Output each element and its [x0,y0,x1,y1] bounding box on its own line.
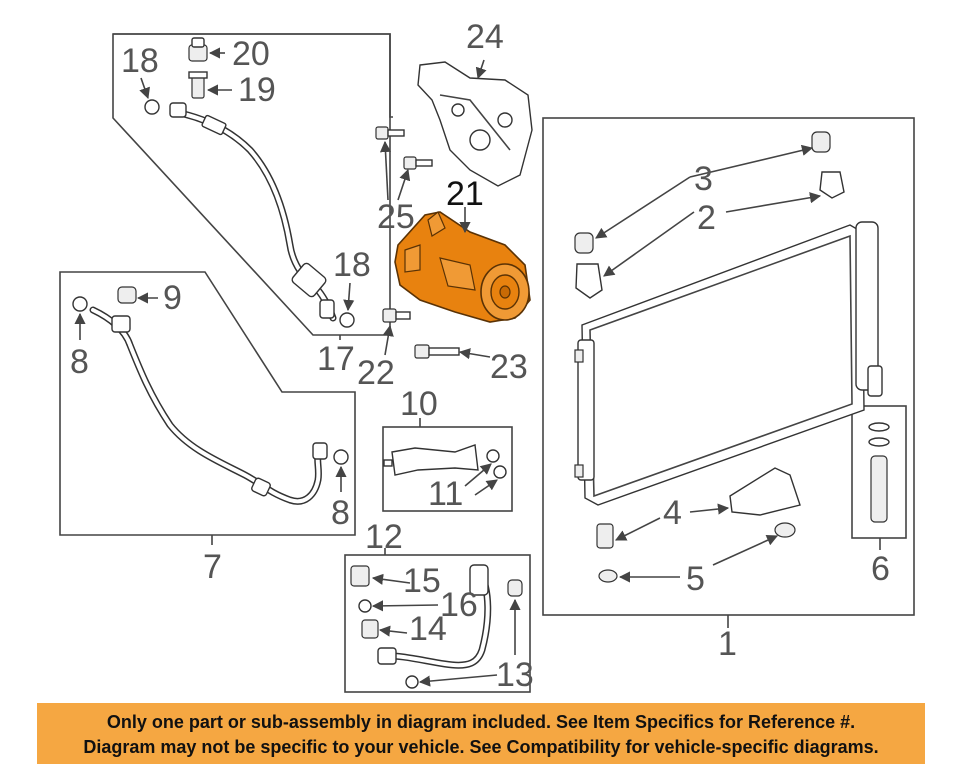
valve-19-part [188,71,208,99]
grommet-5b [774,522,796,538]
insulator-3-lower [574,232,594,254]
callout-4: 4 [663,494,682,532]
callout-19: 19 [238,71,276,109]
line-assembly-12 [350,564,523,689]
bracket-2-upper [819,171,845,199]
callout-8b: 8 [331,494,350,532]
bracket-4-part [729,467,801,516]
group-box-7 [59,271,356,536]
group-box-10 [382,426,513,512]
ac-compressor-21 [394,211,531,323]
callout-7: 7 [203,548,222,586]
callout-12: 12 [365,518,403,556]
hose-assembly-17 [169,102,337,322]
callout-25: 25 [377,198,415,236]
hose-assembly-7 [89,306,328,505]
bolt-25b [403,156,433,170]
compressor-bracket-24 [417,61,533,187]
callout-9: 9 [163,279,182,317]
disclaimer-banner: Only one part or sub-assembly in diagram… [37,703,925,764]
group-box-6 [851,405,907,539]
cap-20-part [188,37,208,62]
disclaimer-line-2: Diagram may not be specific to your vehi… [83,737,879,757]
o-ring-8b [333,449,349,465]
callout-23: 23 [490,348,528,386]
callout-11: 11 [428,475,463,513]
callout-18b: 18 [333,246,371,284]
o-ring-18a [144,99,160,115]
group-box-17-outline [113,33,393,118]
callout-18a: 18 [121,42,159,80]
group-box-12 [344,554,531,693]
bracket-2-lower [575,263,603,299]
cap-9-part [117,286,137,304]
callout-22: 22 [357,354,395,392]
pad-4-left [596,523,614,549]
callout-6: 6 [871,550,890,588]
callout-1: 1 [718,625,737,663]
callout-20: 20 [232,35,270,73]
callout-2: 2 [697,199,716,237]
grommet-5a [598,569,618,583]
callout-8a: 8 [70,343,89,381]
leader-lines [74,47,881,687]
disclaimer-line-1: Only one part or sub-assembly in diagram… [106,712,856,732]
bracket-10-part [383,444,507,479]
bolt-22 [382,308,411,323]
callout-5: 5 [686,560,705,598]
o-ring-18b [339,312,355,328]
dryer-6-part [868,422,890,523]
callout-24: 24 [466,18,504,56]
bolt-23 [414,344,460,359]
callout-15: 15 [403,562,441,600]
callout-10: 10 [400,385,438,423]
o-ring-8a [72,296,88,312]
bolt-25a [375,126,405,140]
callout-13: 13 [496,656,534,694]
callout-3: 3 [694,160,713,198]
parts-diagram: 1 2 3 4 5 6 7 8 8 9 10 11 12 13 14 15 16… [59,18,915,694]
callout-16: 16 [440,586,478,624]
insulator-3-upper [811,131,831,153]
condenser-1-part [574,221,883,506]
callout-14: 14 [409,610,447,648]
callout-21: 21 [446,175,484,213]
callout-17: 17 [317,340,355,378]
